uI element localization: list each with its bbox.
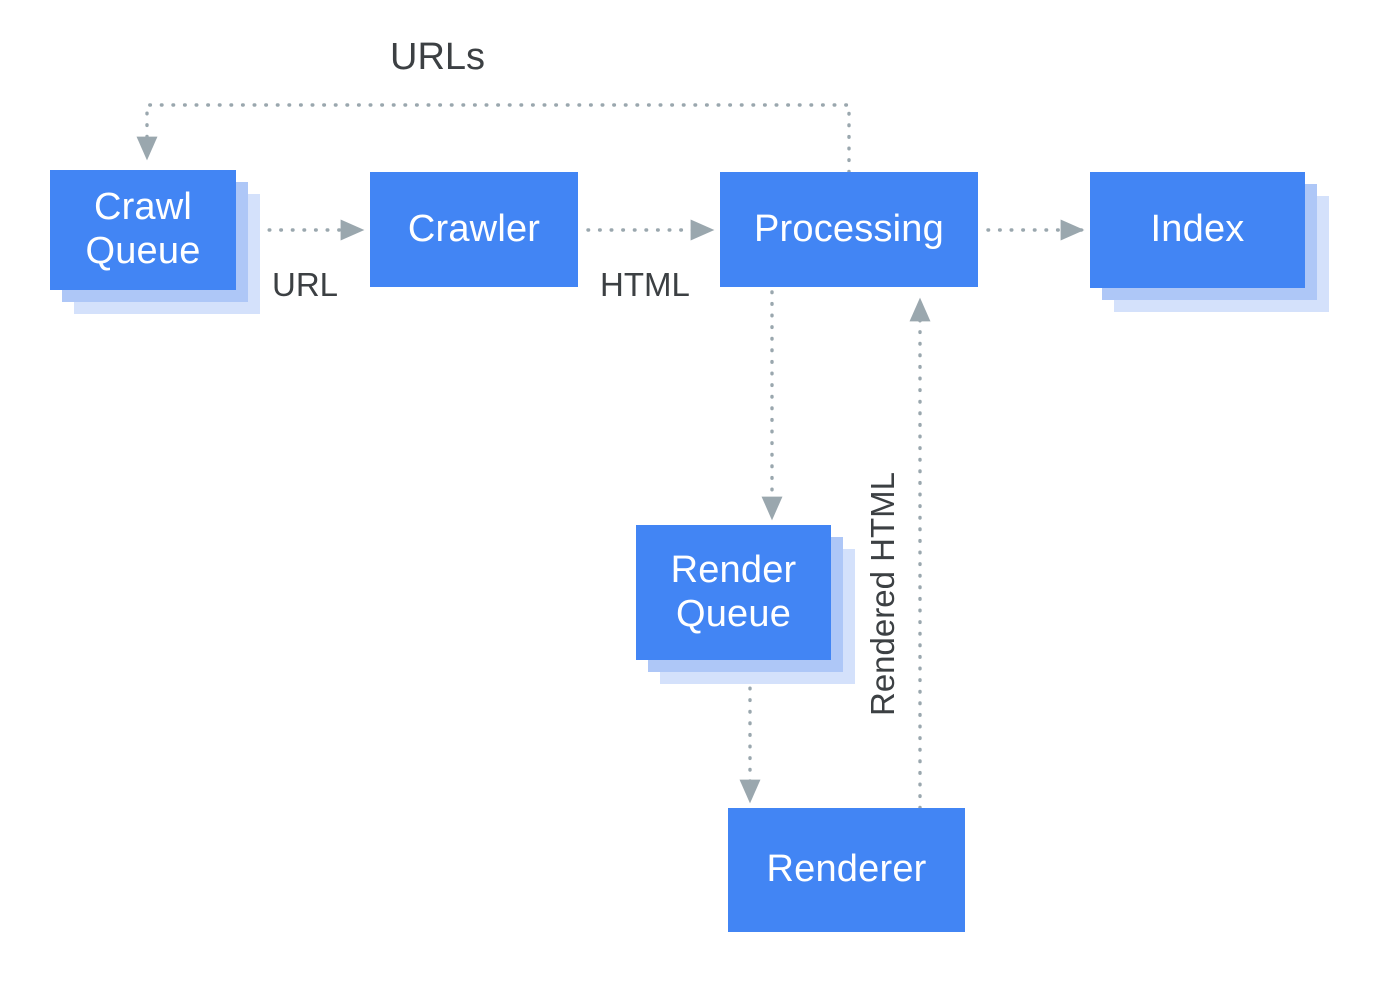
node-label-processing: Processing [754,207,944,250]
edge-label-url: URL [272,266,339,303]
node-renderer[interactable]: Renderer [728,808,965,932]
node-face: Crawler [370,172,578,287]
node-face: Index [1090,172,1305,288]
node-index[interactable]: Index [1090,172,1329,312]
node-face: Crawl Queue [50,170,236,290]
node-label-index: Index [1150,208,1245,251]
node-face: Processing [720,172,978,287]
node-face: Render Queue [636,525,831,660]
node-label-render-queue: Render Queue [670,548,797,635]
node-label-crawler: Crawler [407,207,541,250]
node-crawl-queue[interactable]: Crawl Queue [50,170,260,314]
edge-label-html: HTML [600,266,690,303]
node-face: Renderer [728,808,965,932]
edge-label-urls: URLs [390,36,486,78]
node-label-renderer: Renderer [766,848,927,891]
node-render-queue[interactable]: Render Queue [636,525,855,684]
node-crawler[interactable]: Crawler [370,172,578,287]
edge-label-rendered-html: Rendered HTML [864,472,901,716]
edge-urls [136,103,851,174]
node-processing[interactable]: Processing [720,172,978,287]
node-label-crawl-queue: Crawl Queue [85,186,201,272]
